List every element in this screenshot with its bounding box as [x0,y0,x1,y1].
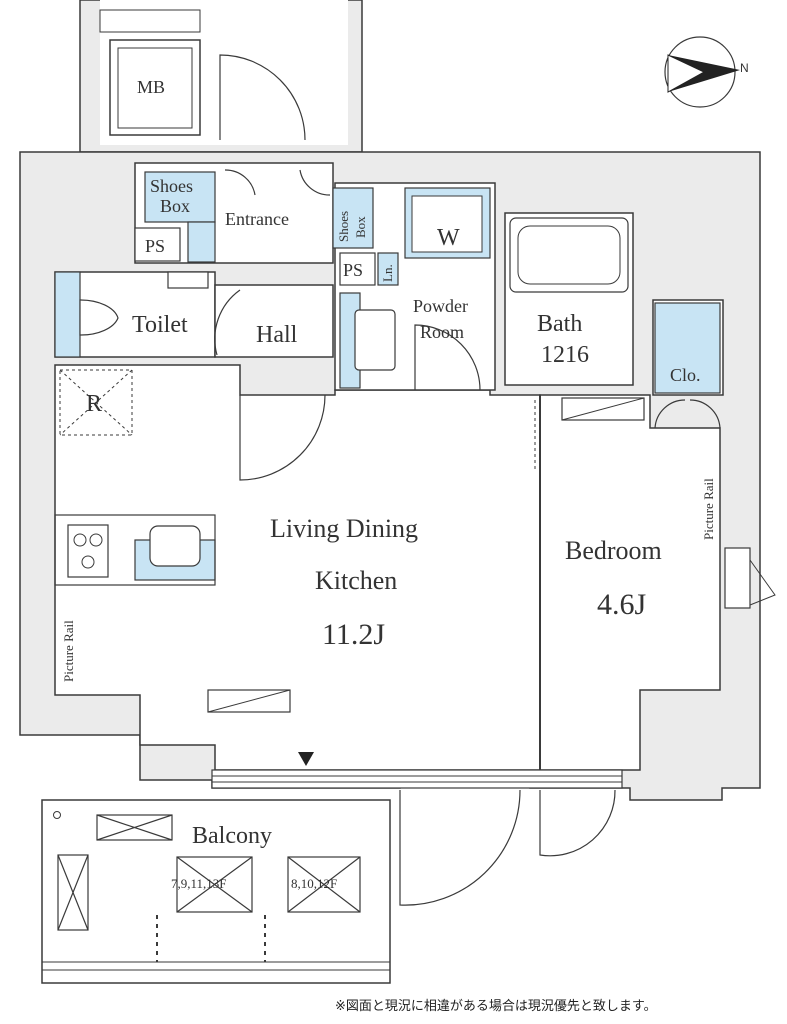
stove [67,524,109,578]
ps-box-2 [339,252,376,286]
balcony-label: Balcony [192,823,272,849]
doors [214,54,721,906]
footnote: ※図面と現況に相違がある場合は現況優先と致します。 [335,999,657,1014]
mb-label: MB [137,77,166,97]
linen-box [377,252,399,286]
bedroom-size: 4.6J [597,588,647,621]
hall-label: Hall [256,322,298,348]
powder-room-label-line2: Room [420,322,465,342]
entry-triangle-marker [298,752,314,766]
shoes-box-label-2-line2: Box [353,216,368,238]
balcony-area [41,799,391,984]
bath-size: 1216 [541,342,589,368]
hall-floor [214,284,334,358]
refrigerator-label: R [86,391,103,417]
shoes-box-label-line1: Shoes [150,176,194,196]
picture-rail-label-2: Picture Rail [701,478,716,540]
picture-rail-label-1: Picture Rail [61,620,76,682]
ldk-label-line1: Living Dining [270,514,419,543]
bedroom-label: Bedroom [565,536,662,565]
powder-room-label-line1: Powder [413,296,468,316]
ac-unit-2 [57,854,89,931]
ac-unit-4 [287,856,361,913]
ac-unit-3 [176,856,253,913]
closet-label: Clo. [670,365,701,385]
floor-vent [207,689,291,713]
bath-label: Bath [537,311,583,337]
shoes-box-label-line2: Box [160,196,191,216]
kitchen-sink [149,525,201,567]
ps-box-1 [134,227,181,262]
washbasin [354,309,396,371]
ldk-size: 11.2J [322,618,386,651]
ac-unit-1 [96,814,173,841]
compass-icon [664,36,740,108]
mb-box [109,39,201,136]
washer-label: W [437,225,460,251]
ps-label-1: PS [145,236,166,256]
floors-b-label: 8,10,12F [291,876,338,891]
kitchen-counter [54,514,216,586]
toilet-label: Toilet [132,312,188,338]
toilet-bowl [79,299,119,336]
entrance-label: Entrance [225,209,289,229]
bedroom-window [724,547,751,609]
shoes-box-label-2-line1: Shoes [336,210,351,242]
linen-label: Ln. [380,264,395,282]
ps-label-2: PS [343,260,364,280]
ldk-label-line2: Kitchen [315,566,398,595]
compass-north-label: N [740,61,749,75]
floors-a-label: 7,9,11,13F [171,876,227,891]
window-band [211,769,623,789]
bathtub [509,217,629,293]
refrigerator-space [59,369,133,436]
